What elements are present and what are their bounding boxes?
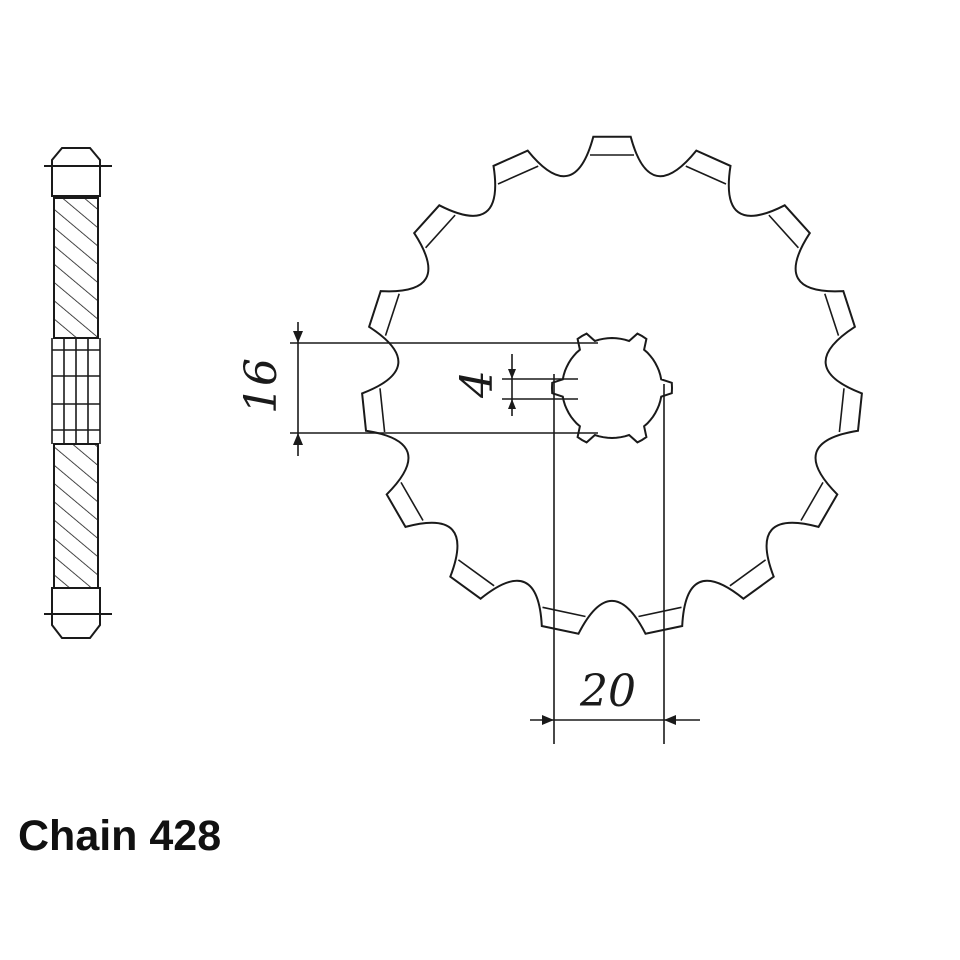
side-view [44,147,112,639]
dim-4-arrow-bottom [508,399,516,409]
tooth-tip-mark [685,165,727,185]
tooth-tips [379,154,845,618]
tooth-tip-mark [497,165,539,185]
dimension-4: 4 [452,354,578,416]
dim-16-arrow-top [293,331,303,343]
dimension-20: 20 [530,374,700,744]
tooth-tip-mark [384,293,400,336]
tooth-tip-mark [838,388,845,433]
side-view-lower-section [53,443,99,589]
tooth-tip-mark [729,559,767,587]
sprocket-outline [361,135,863,635]
dim-20-label: 20 [579,666,636,717]
tooth-tip-mark [542,606,586,618]
chain-size-caption: Chain 428 [18,812,222,860]
side-view-top-tip [51,147,101,197]
splined-bore [550,332,674,444]
tooth-tip-mark [425,214,456,249]
tooth-tip-mark [400,481,424,521]
dim-16-label: 16 [236,358,287,414]
tooth-tip-mark [768,214,799,249]
dim-4-arrow-top [508,369,516,379]
dim-20-arrow-right [664,715,676,725]
dim-16-arrow-bottom [293,433,303,445]
tooth-tip-mark [379,388,386,433]
dim-20-arrow-left [542,715,554,725]
tooth-tip-mark [800,481,824,521]
tooth-tip-mark [457,559,495,587]
side-view-bottom-tip [51,587,101,639]
side-view-upper-section [53,197,99,339]
dim-4-label: 4 [452,370,503,399]
tooth-tip-mark [638,606,682,618]
tooth-tip-mark [824,293,840,336]
dimension-16: 16 [236,322,598,456]
side-view-bore [51,338,101,444]
